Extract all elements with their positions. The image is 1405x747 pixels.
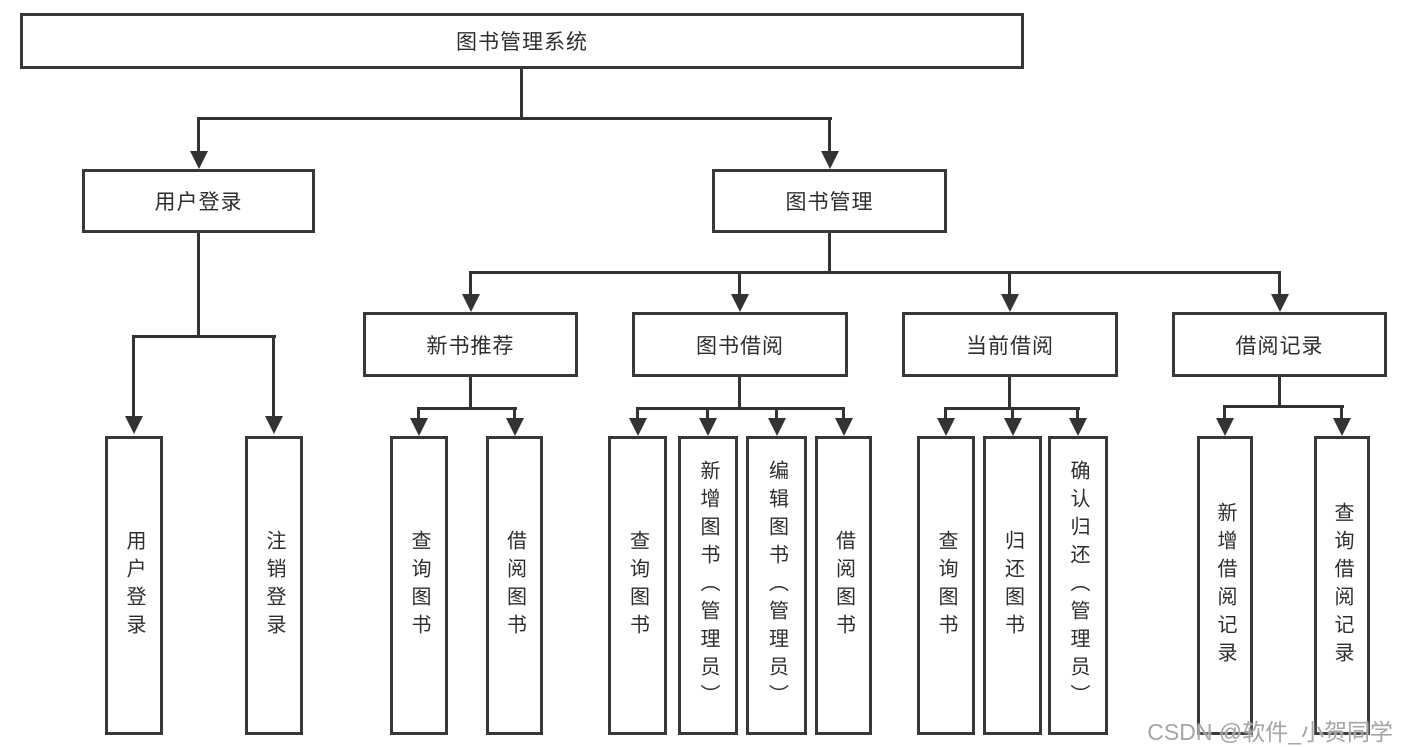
node-book-mgmt: 图书管理 (712, 169, 947, 233)
leaf-current-borrow-confirm: 确认归还（管理员） (1048, 436, 1108, 735)
leaf-book-borrow-add-label: 新增图书（管理员） (697, 459, 719, 712)
leaf-records-query: 查询借阅记录 (1314, 436, 1370, 735)
connector-book-mgmt-split (469, 271, 1281, 274)
node-borrow-records-label: 借阅记录 (1235, 334, 1324, 358)
node-user-login: 用户登录 (82, 169, 315, 233)
arrow-borrow-records-leaf-0 (1223, 405, 1226, 418)
node-book-borrow: 图书借阅 (632, 312, 848, 377)
leaf-book-borrow-edit-label: 编辑图书（管理员） (765, 459, 788, 712)
leaf-logout: 注销登录 (245, 436, 303, 735)
connector-user-login-split (132, 335, 276, 338)
csdn-watermark: CSDN @软件_小贺同学 (1147, 719, 1393, 745)
node-root-label: 图书管理系统 (456, 31, 588, 54)
leaf-book-borrow-add: 新增图书（管理员） (678, 436, 738, 735)
arrow-book-borrow-leaf-3 (842, 407, 845, 418)
connector-new-books-stem (469, 377, 472, 409)
connector-borrow-records-stem (1278, 377, 1281, 407)
leaf-new-books-borrow: 借阅图书 (486, 436, 543, 735)
connector-book-mgmt-stem (828, 233, 831, 273)
leaf-new-books-query-label: 查询图书 (408, 529, 430, 642)
connector-borrow-records-split (1223, 405, 1344, 408)
arrow-to-book-borrow (738, 271, 741, 294)
connector-book-borrow-stem (738, 377, 741, 409)
leaf-records-query-label: 查询借阅记录 (1331, 501, 1353, 670)
leaf-user-login: 用户登录 (105, 436, 163, 735)
arrow-current-borrow-leaf-0 (944, 407, 947, 418)
connector-current-borrow-stem (1008, 377, 1011, 409)
arrow-to-leaf-user-login (132, 335, 135, 416)
connector-new-books-split (417, 407, 517, 410)
leaf-book-borrow-query-label: 查询图书 (626, 529, 649, 642)
arrow-borrow-records-leaf-1 (1340, 405, 1343, 418)
leaf-book-borrow-edit: 编辑图书（管理员） (746, 436, 807, 735)
node-root: 图书管理系统 (20, 13, 1024, 69)
leaf-records-add-label: 新增借阅记录 (1214, 501, 1236, 670)
leaf-book-borrow-borrow: 借阅图书 (815, 436, 872, 735)
leaf-records-add: 新增借阅记录 (1197, 436, 1253, 735)
arrow-new-books-leaf-0 (417, 407, 420, 418)
connector-user-login-stem (197, 233, 200, 337)
leaf-book-borrow-query: 查询图书 (608, 436, 667, 735)
arrow-to-borrow-records (1278, 271, 1281, 294)
node-book-borrow-label: 图书借阅 (696, 334, 784, 358)
connector-root-split (197, 117, 832, 120)
connector-book-borrow-split (636, 407, 845, 410)
leaf-logout-label: 注销登录 (263, 529, 285, 642)
arrow-to-current-borrow (1008, 271, 1011, 294)
leaf-current-borrow-query-label: 查询图书 (935, 529, 957, 642)
arrow-to-leaf-logout (272, 335, 275, 416)
arrow-current-borrow-leaf-1 (1011, 407, 1014, 418)
arrow-to-user-login (197, 117, 200, 151)
arrow-book-borrow-leaf-2 (775, 407, 778, 418)
arrow-book-borrow-leaf-0 (636, 407, 639, 418)
leaf-current-borrow-query: 查询图书 (917, 436, 975, 735)
node-book-mgmt-label: 图书管理 (785, 191, 874, 214)
arrow-book-borrow-leaf-1 (706, 407, 709, 418)
node-new-books: 新书推荐 (363, 312, 578, 377)
arrow-to-new-books (469, 271, 472, 294)
node-current-borrow-label: 当前借阅 (966, 334, 1054, 358)
leaf-user-login-label: 用户登录 (123, 529, 145, 642)
leaf-new-books-borrow-label: 借阅图书 (503, 529, 526, 642)
leaf-book-borrow-borrow-label: 借阅图书 (832, 529, 855, 642)
leaf-current-borrow-return: 归还图书 (983, 436, 1042, 735)
arrow-new-books-leaf-1 (513, 407, 516, 418)
node-user-login-label: 用户登录 (154, 191, 243, 214)
node-borrow-records: 借阅记录 (1172, 312, 1387, 377)
leaf-current-borrow-confirm-label: 确认归还（管理员） (1067, 459, 1089, 712)
leaf-new-books-query: 查询图书 (390, 436, 448, 735)
arrow-current-borrow-leaf-2 (1076, 407, 1079, 418)
node-new-books-label: 新书推荐 (426, 334, 515, 358)
leaf-current-borrow-return-label: 归还图书 (1001, 529, 1024, 642)
arrow-to-book-mgmt (828, 117, 831, 151)
node-current-borrow: 当前借阅 (902, 312, 1118, 377)
connector-root-stem (520, 69, 523, 117)
